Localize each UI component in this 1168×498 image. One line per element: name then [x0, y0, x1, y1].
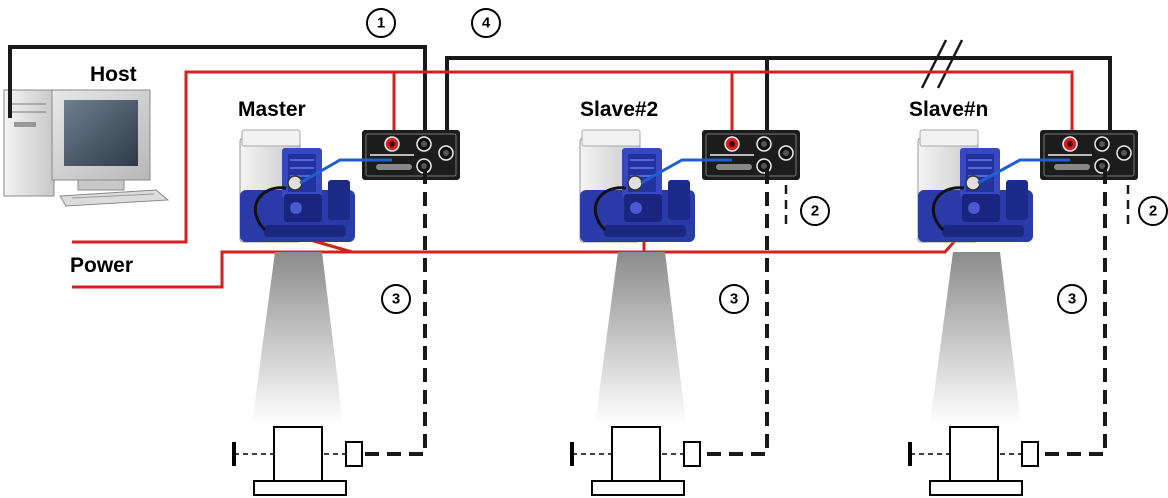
encoder-cables: [362, 170, 1107, 456]
host-label: Host: [90, 63, 137, 86]
callout-1: 1: [366, 8, 396, 38]
slave2-label: Slave#2: [580, 98, 658, 121]
slaven-beam: [930, 252, 1021, 424]
power-scanner-cable: [72, 234, 962, 289]
callout-3-slaven: 3: [1057, 284, 1087, 314]
svg-text:2: 2: [811, 203, 819, 220]
host-computer-icon: [3, 89, 170, 207]
callout-4: 4: [471, 8, 501, 38]
line-break-icon: [920, 39, 964, 89]
blue-data-cables: [299, 158, 1070, 185]
host-serial-cable: [8, 45, 427, 130]
svg-text:4: 4: [482, 15, 491, 32]
svg-text:2: 2: [1149, 203, 1157, 220]
master-label: Master: [238, 98, 306, 121]
svg-text:3: 3: [392, 291, 400, 308]
master-junction-box-icon: [361, 129, 461, 181]
slave2-beam: [595, 252, 686, 424]
master-encoder-icon: [232, 425, 364, 497]
slaven-encoder-icon: [908, 425, 1040, 497]
callout-2-slave2: 2: [800, 196, 830, 226]
slave2-scanner-icon: [578, 128, 697, 244]
callout-3-slave2: 3: [719, 284, 749, 314]
svg-text:3: 3: [730, 291, 738, 308]
slave2-junction-box-icon: [701, 129, 801, 181]
slaven-label: Slave#n: [909, 98, 988, 121]
master-beam: [252, 252, 343, 424]
callout-2-slaven: 2: [1138, 196, 1168, 226]
svg-text:1: 1: [377, 15, 385, 32]
svg-text:3: 3: [1068, 291, 1076, 308]
slaven-junction-box-icon: [1039, 129, 1139, 181]
optional-cables: [784, 185, 1130, 226]
power-label: Power: [70, 254, 133, 277]
power-input-cable: [72, 70, 1074, 244]
master-scanner-icon: [238, 128, 357, 244]
slave2-encoder-icon: [570, 425, 702, 497]
callout-3-master: 3: [381, 284, 411, 314]
network-bus-cable: [445, 56, 1112, 130]
slaven-scanner-icon: [916, 128, 1035, 244]
